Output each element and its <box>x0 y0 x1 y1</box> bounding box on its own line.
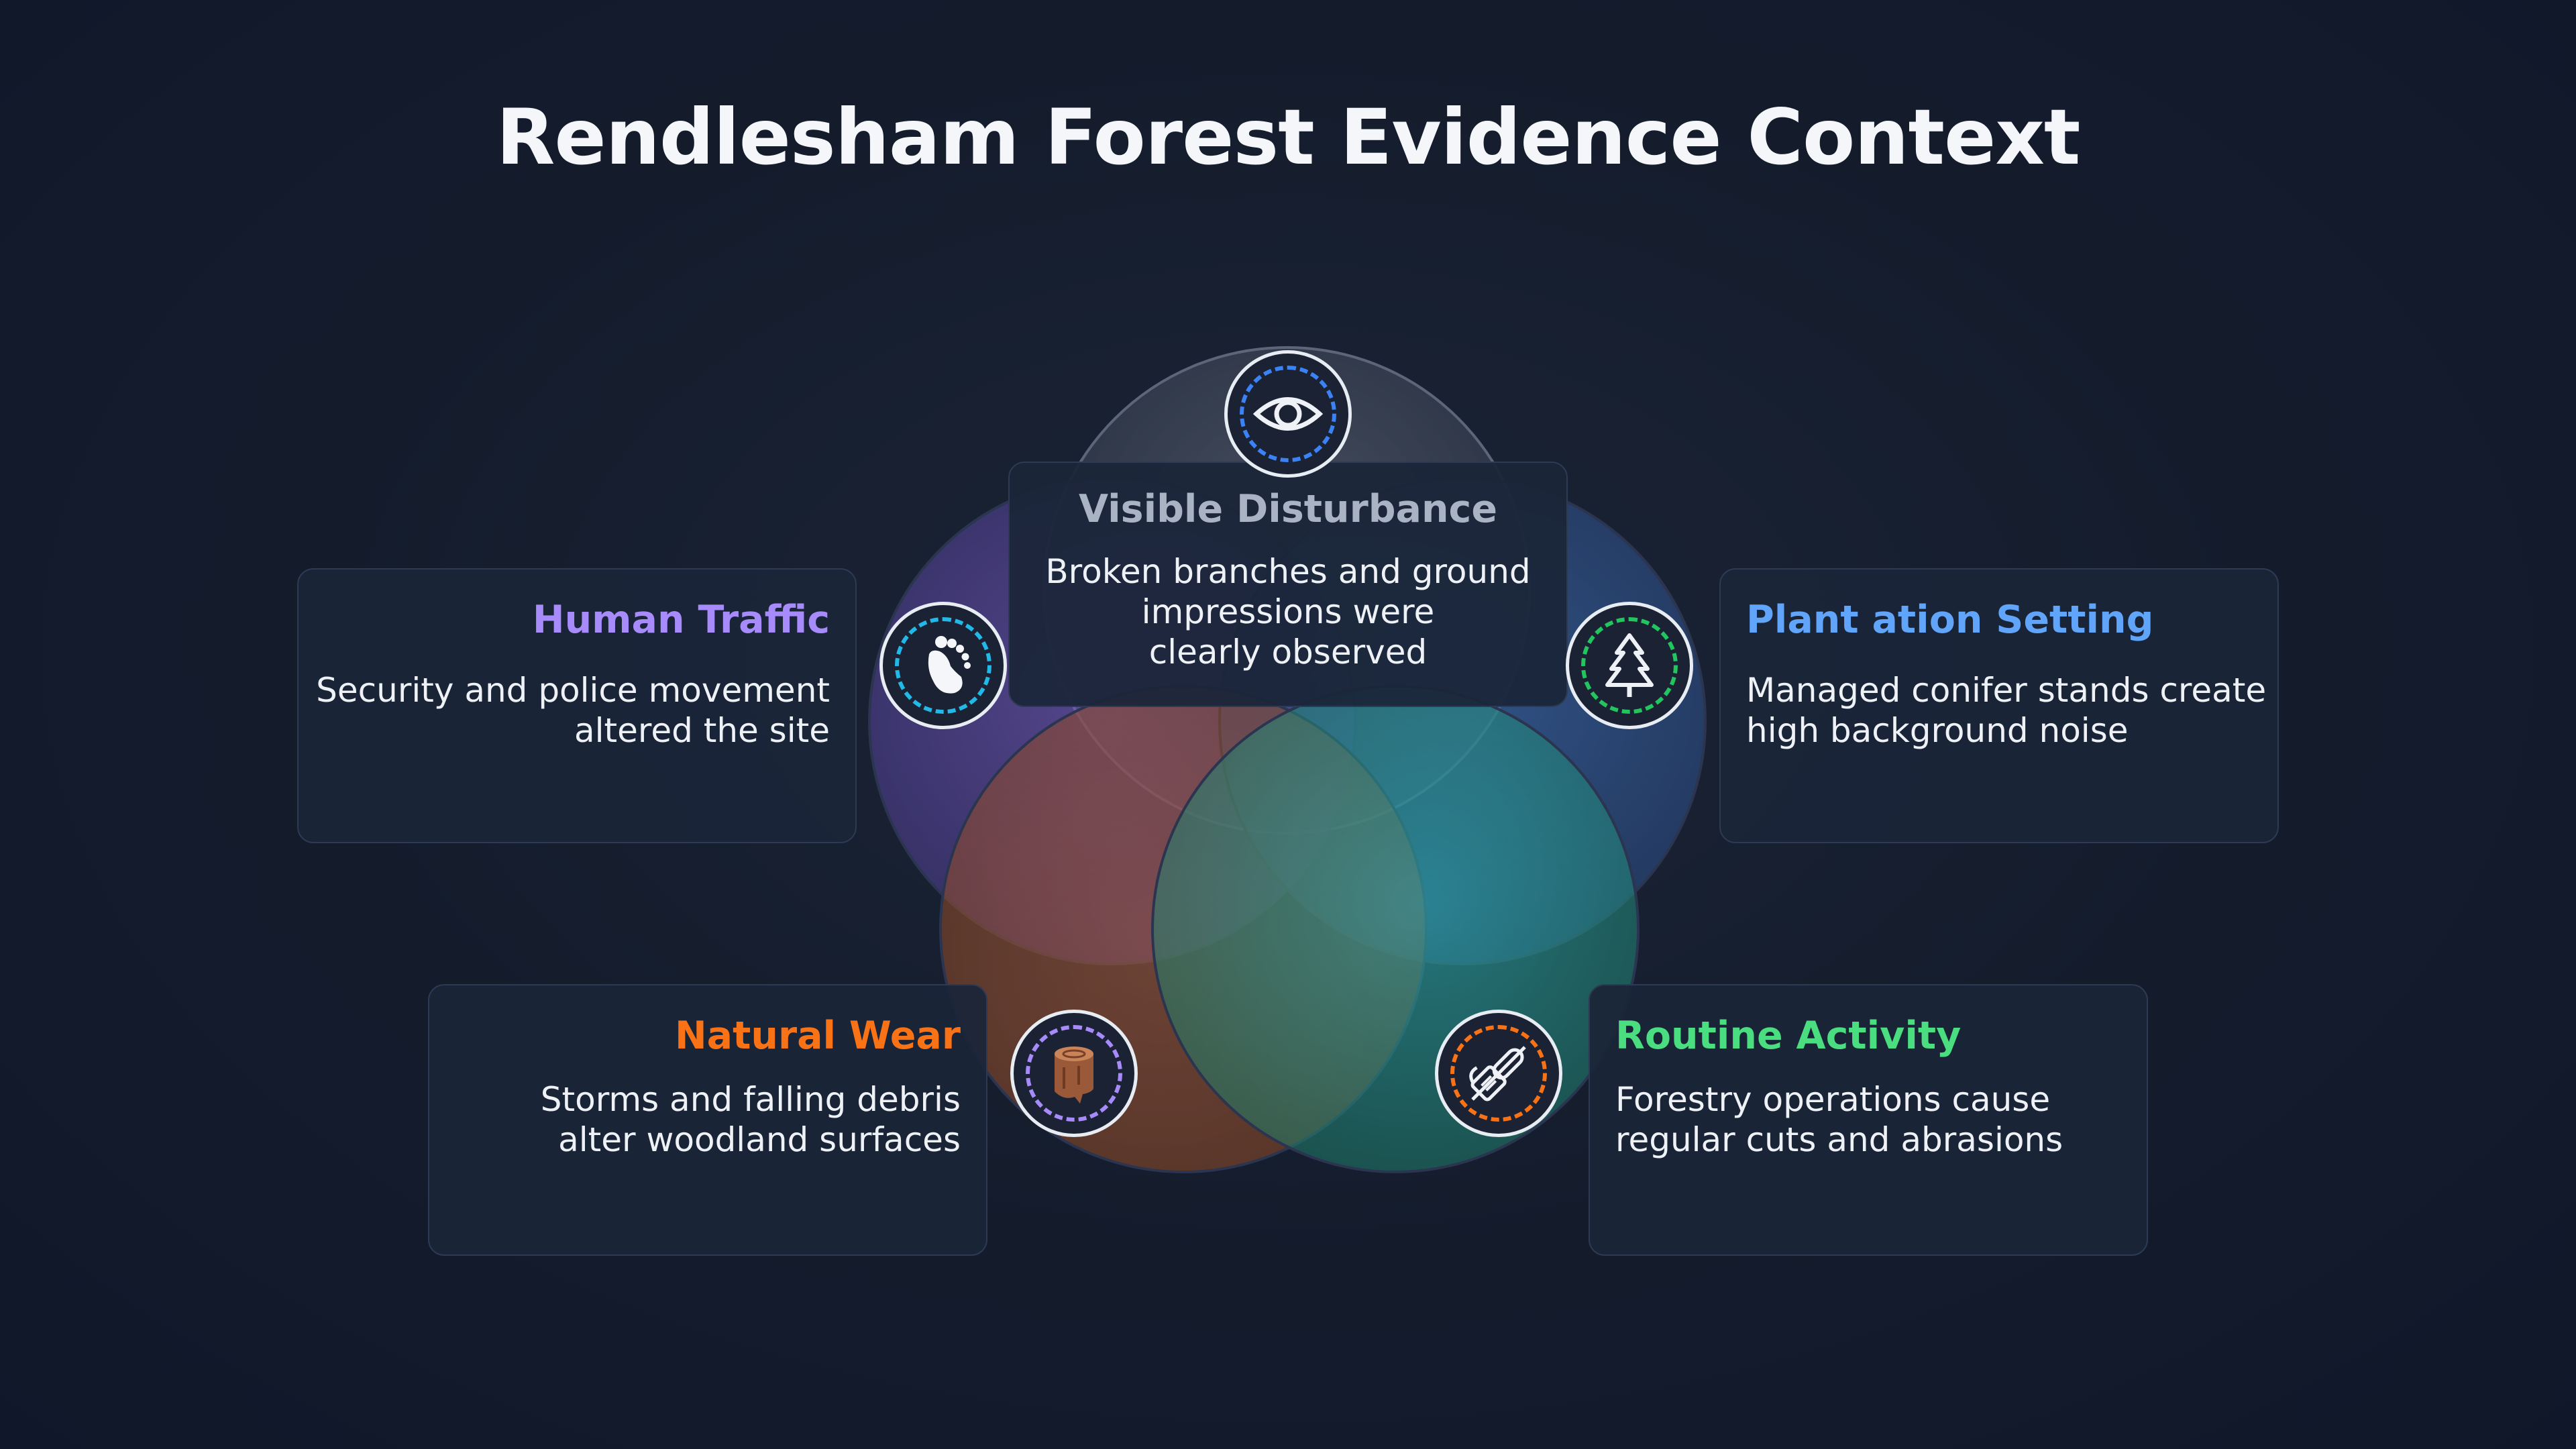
chainsaw-icon <box>1435 1010 1562 1137</box>
card-description: Storms and falling debris alter woodland… <box>540 1080 961 1159</box>
footprint-icon <box>879 602 1007 729</box>
card-plantation-setting: Plant ation Setting Managed conifer stan… <box>1719 568 2279 843</box>
card-description: Forestry operations cause regular cuts a… <box>1615 1080 2063 1159</box>
page-title: Rendlesham Forest Evidence Context <box>496 93 2081 182</box>
pine-tree-icon <box>1566 602 1693 729</box>
card-visible-disturbance: Visible Disturbance Broken branches and … <box>1008 462 1568 707</box>
circle-routine-activity <box>1151 685 1640 1173</box>
eye-icon <box>1224 350 1352 478</box>
card-title: Human Traffic <box>532 598 830 642</box>
card-natural-wear: Natural Wear Storms and falling debris a… <box>428 984 987 1256</box>
card-description: Broken branches and ground impressions w… <box>1045 552 1531 672</box>
card-title: Routine Activity <box>1615 1014 1962 1058</box>
card-routine-activity: Routine Activity Forestry operations cau… <box>1589 984 2148 1256</box>
card-title: Plant ation Setting <box>1746 598 2154 642</box>
card-description: Security and police movement altered the… <box>316 671 830 750</box>
card-description: Managed conifer stands create high backg… <box>1746 671 2267 750</box>
card-title: Visible Disturbance <box>1079 487 1497 531</box>
card-title: Natural Wear <box>674 1014 961 1058</box>
card-human-traffic: Human Traffic Security and police moveme… <box>297 568 857 843</box>
tree-stump-icon <box>1010 1010 1138 1137</box>
